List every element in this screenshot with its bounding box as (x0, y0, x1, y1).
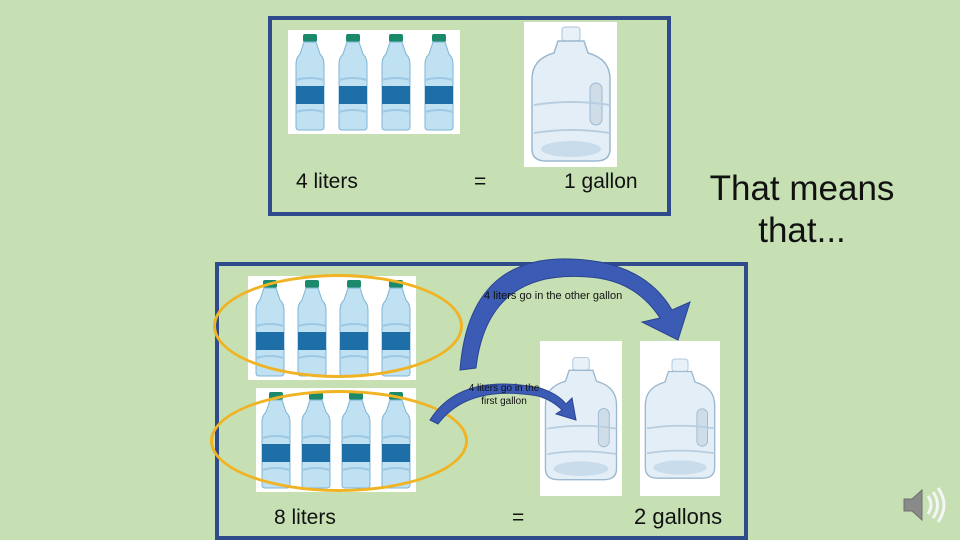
gallon-jug-image (524, 22, 617, 167)
second-gallon-jug-image (640, 341, 720, 496)
arrow-small-label: 4 liters go in the first gallon (468, 383, 540, 407)
top-equals-sign: = (474, 170, 487, 193)
arrow-big-label: 4 liters go in the other gallon (484, 290, 623, 302)
upper-group-ellipse (213, 274, 463, 378)
four-bottles-image (288, 30, 460, 134)
top-right-label: 1 gallon (564, 170, 638, 193)
bottom-left-label: 8 liters (274, 506, 336, 529)
bottom-equals-sign: = (512, 506, 525, 529)
first-gallon-jug-image (540, 341, 622, 496)
lower-group-ellipse (210, 390, 468, 492)
top-left-label: 4 liters (296, 170, 358, 193)
top-equation-box (268, 16, 671, 216)
speaker-icon[interactable] (900, 484, 948, 526)
side-caption: That means that... (709, 169, 895, 250)
bottom-right-label: 2 gallons (634, 504, 723, 529)
